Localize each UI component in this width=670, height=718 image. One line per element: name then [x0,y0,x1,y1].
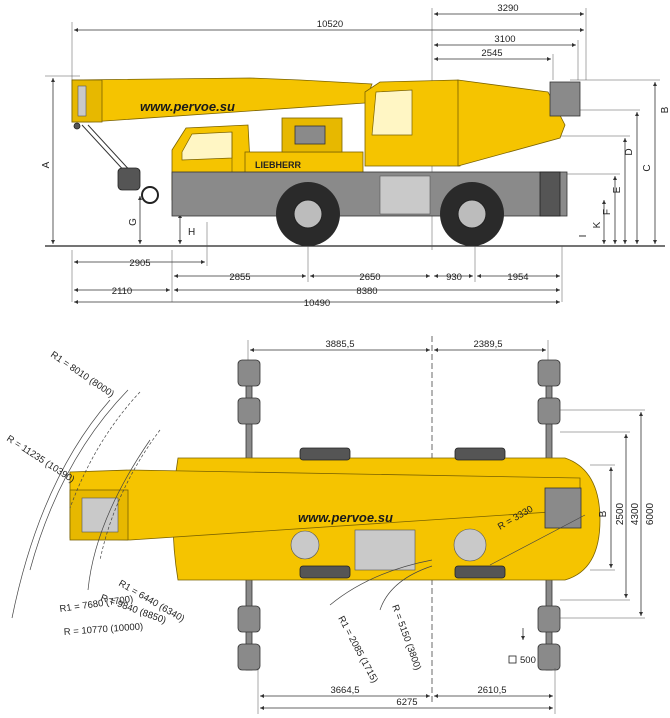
hook-block [81,124,159,204]
radius-arcs [11,389,586,619]
dim-2389-5: 2389,5 [473,339,502,350]
scale-label: 500 [520,655,536,666]
dim-letter-g: G [128,218,139,226]
dim-letter-a: A [41,161,52,168]
dim-3664-5: 3664,5 [330,685,359,696]
boom-top [69,469,582,541]
watermark: www.pervoe.su [140,99,235,114]
dim-4300: 4300 [630,502,641,525]
dim-2650: 2650 [359,272,380,283]
scale-box [508,655,517,664]
dim-930: 930 [446,272,462,283]
dim-letter-i: I [578,235,589,238]
dim-2855: 2855 [229,272,250,283]
superstructure [281,79,581,167]
dim-2500: 2500 [615,502,626,525]
dim-1954: 1954 [507,272,528,283]
radius-r1-8010: R1 = 8010 (8000) [48,349,116,400]
dim-3885-5: 3885,5 [325,339,354,350]
dim-rear-3290: 3290 [497,3,518,14]
radius-r-10770: R = 10770 (10000) [63,621,143,638]
radius-r-5150: R = 5150 (3800) [389,603,423,672]
dim-letter-b-top: B [598,510,609,517]
dim-6000: 6000 [645,502,656,525]
dim-letter-d: D [624,148,635,155]
dim-10490: 10490 [304,298,330,309]
side-view: 10520 3290 3100 2545 A C D E F K I B G H [41,3,670,309]
radius-r-11235: R = 11235 (10390) [4,433,76,485]
watermark-top: www.pervoe.su [298,510,393,525]
dim-letter-b: B [660,106,670,113]
radius-r1-2085: R1 = 2085 (1715) [335,614,380,685]
dim-2110: 2110 [112,286,132,297]
brand-logo: LIEBHERR [255,160,302,170]
dim-overall-length: 10520 [317,19,343,30]
dim-letter-f: F [602,209,613,215]
dim-letter-c: C [642,164,653,171]
dim-rear-2545: 2545 [481,48,502,59]
dim-2610-5: 2610,5 [477,685,506,696]
dim-letter-h: H [188,227,195,238]
radius-r1-7680: R1 = 7680 (7700) [59,594,134,615]
dim-8380: 8380 [356,286,377,297]
wheels [276,182,504,246]
dim-letter-e: E [612,186,623,193]
dim-6275: 6275 [396,697,417,708]
dim-2905: 2905 [129,258,150,269]
top-view: 3885,5 2389,5 [4,336,656,714]
dim-rear-3100: 3100 [494,34,515,45]
dim-letter-k: K [592,221,603,228]
